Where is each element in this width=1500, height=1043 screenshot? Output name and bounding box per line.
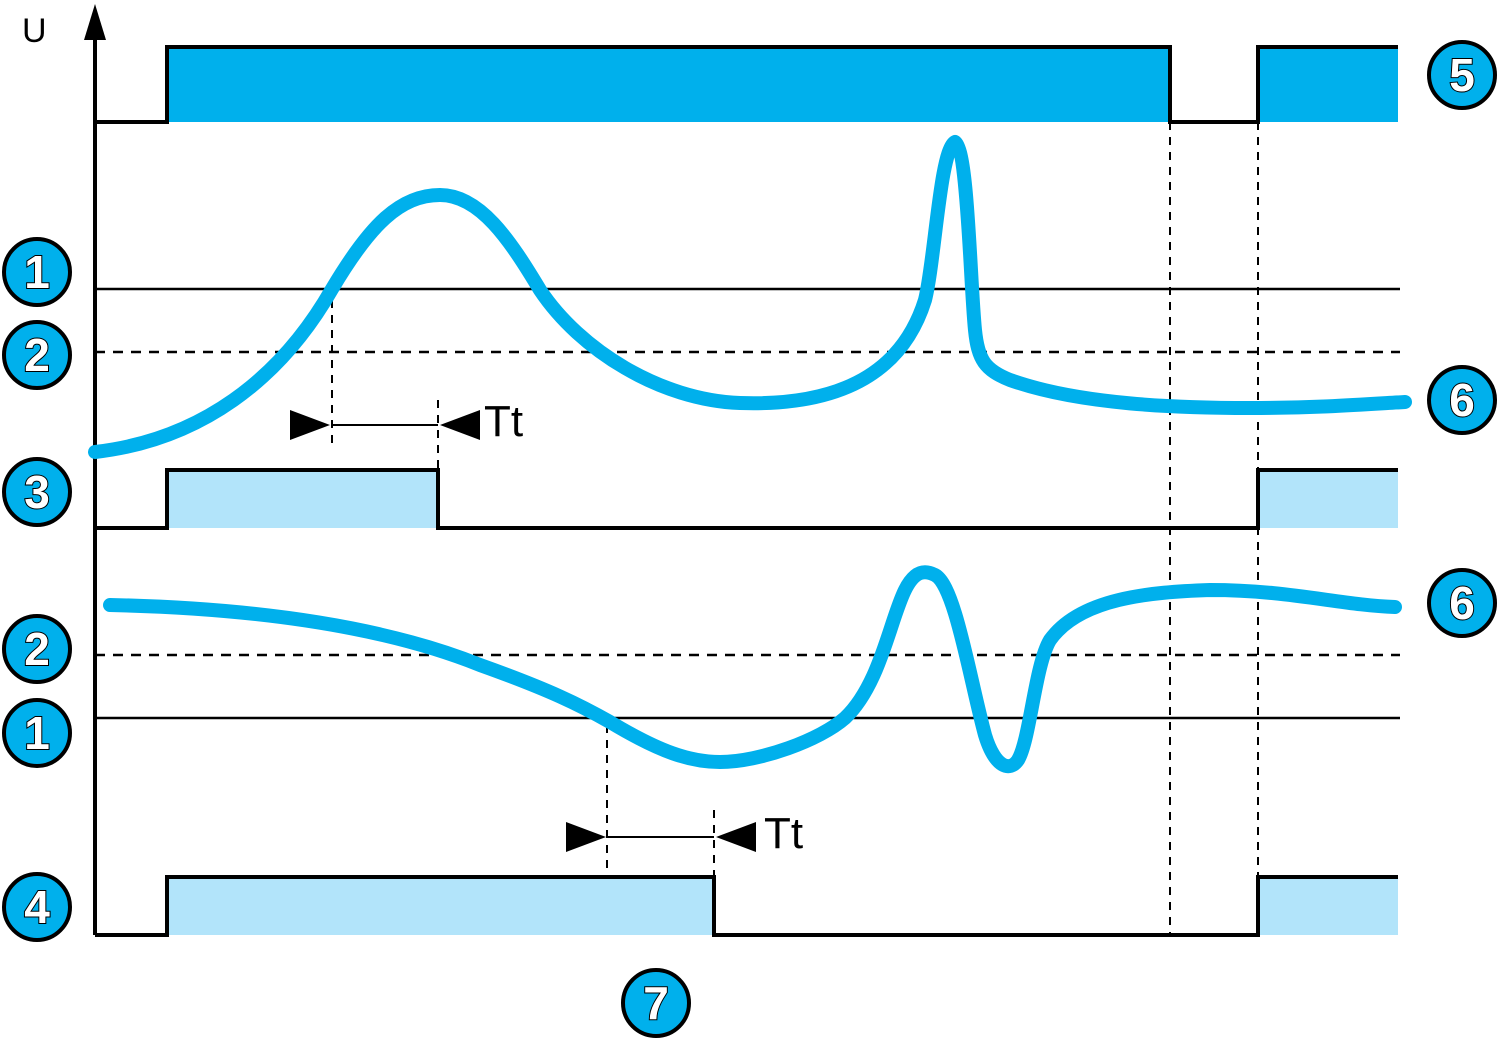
tt-label-upper: Tt [484, 397, 523, 446]
y-axis-arrow-icon [84, 4, 106, 40]
relay-4-on-bar [167, 877, 714, 935]
tt-measure-upper: Tt [290, 397, 523, 446]
arrow-right-icon [290, 410, 330, 440]
svg-text:1: 1 [24, 707, 50, 759]
svg-text:7: 7 [643, 977, 669, 1029]
signal-curve-upper [88, 135, 1412, 459]
arrow-left-icon [440, 410, 480, 440]
relay-row-4 [95, 875, 1398, 937]
relay-3-on-bar-2 [1258, 470, 1398, 528]
svg-text:6: 6 [1449, 577, 1475, 629]
marker-2-upper: 2 [2, 320, 72, 390]
svg-text:2: 2 [24, 623, 50, 675]
marker-1-lower: 1 [2, 698, 72, 768]
marker-2-lower: 2 [2, 614, 72, 684]
svg-text:5: 5 [1449, 49, 1475, 101]
supply-row [95, 45, 1398, 124]
marker-3: 3 [2, 457, 72, 527]
tt-label-lower: Tt [764, 809, 803, 858]
supply-on-bar-2 [1258, 47, 1398, 122]
signal-curve-lower [103, 565, 1402, 774]
supply-waveform [95, 45, 1398, 124]
relay-row-3 [95, 468, 1398, 530]
relay-4-on-bar-2 [1258, 877, 1398, 935]
marker-7: 7 [621, 968, 691, 1038]
svg-text:3: 3 [24, 466, 50, 518]
y-axis: U [22, 4, 106, 935]
tt-measure-lower: Tt [566, 809, 803, 858]
relay-3-waveform [95, 468, 1398, 530]
marker-1-upper: 1 [2, 237, 72, 307]
marker-5: 5 [1427, 40, 1497, 110]
svg-text:4: 4 [24, 881, 50, 933]
arrow-left-icon [716, 822, 756, 852]
marker-4: 4 [2, 872, 72, 942]
relay-3-on-bar [167, 470, 438, 528]
supply-on-bar [167, 47, 1170, 122]
svg-text:6: 6 [1449, 374, 1475, 426]
marker-6-upper: 6 [1427, 365, 1497, 435]
y-axis-label: U [22, 12, 47, 50]
marker-6-lower: 6 [1427, 568, 1497, 638]
relay-4-waveform [95, 875, 1398, 937]
arrow-right-icon [566, 822, 606, 852]
svg-text:2: 2 [24, 329, 50, 381]
svg-text:1: 1 [24, 246, 50, 298]
